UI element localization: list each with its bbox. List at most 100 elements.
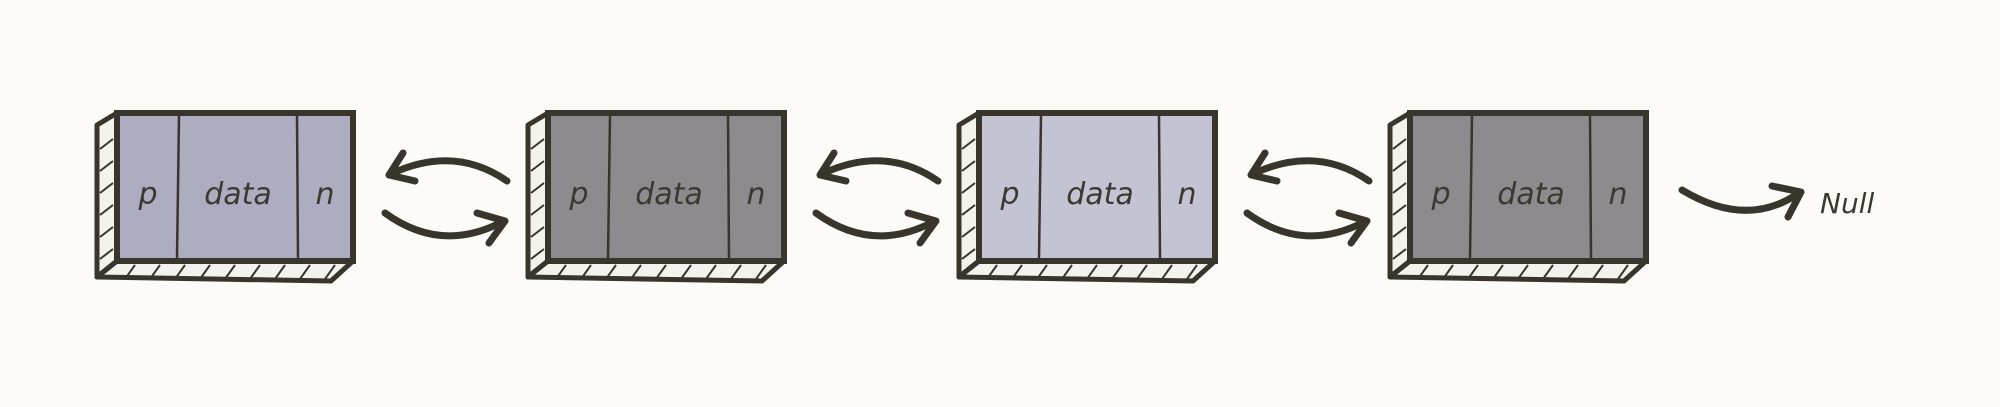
node-side-hatch [99, 248, 114, 260]
node-bottom-hatch [1111, 264, 1123, 280]
node-front-face [545, 110, 787, 264]
node-divider [295, 115, 300, 259]
prev-pointer-arrow [1251, 157, 1373, 185]
node-bottom-hatch [555, 264, 567, 280]
node-side-hatch [961, 248, 976, 260]
node-divider [1037, 115, 1043, 259]
node-bottom-hatch [655, 264, 667, 280]
terminal-arrow-head-icon [1768, 182, 1805, 221]
prev-pointer-arrow-head [816, 149, 850, 185]
node-side-hatch [99, 138, 114, 150]
node-data-label: data [1066, 177, 1134, 212]
node-bottom-hatch [1617, 264, 1629, 280]
node-next-label: n [1608, 177, 1627, 212]
node-bottom-hatch [705, 264, 717, 280]
node-side-hatch [99, 160, 114, 172]
node-bottom-hatch [1186, 264, 1198, 280]
list-node: p data n [1387, 110, 1649, 284]
node-side-hatch [1392, 182, 1407, 194]
node-bottom-hatch [630, 264, 642, 280]
nodes-layer: p data n p data n p data n p data n [94, 110, 1649, 284]
node-side-hatch [961, 138, 976, 150]
list-node: p data n [94, 110, 356, 284]
node-bottom-hatch [274, 264, 286, 280]
node-bottom-hatch [1442, 264, 1454, 280]
bidirectional-arrows-icon [812, 149, 942, 247]
node-bottom-hatch [124, 264, 136, 280]
node-bottom-hatch [755, 264, 767, 280]
node-side-hatch [1392, 160, 1407, 172]
node-side-hatch [961, 160, 976, 172]
node-data-label: data [1497, 177, 1565, 212]
node-bottom-hatch [1467, 264, 1479, 280]
terminal-arrow-icon [1678, 186, 1800, 214]
next-pointer-arrow-head [904, 209, 940, 247]
node-bottom-hatch [1161, 264, 1173, 280]
node-prev-label: p [137, 177, 157, 212]
null-label: Null [1820, 187, 1874, 220]
node-side-hatch [530, 160, 545, 172]
node-side-hatch [530, 138, 545, 150]
bidirectional-arrows-icon [1243, 149, 1373, 247]
node-bottom-hatch [1086, 264, 1098, 280]
node-side-hatch [961, 182, 976, 194]
node-prev-label: p [1430, 177, 1450, 212]
next-pointer-arrow [381, 209, 504, 240]
node-divider [606, 115, 612, 259]
list-node: p data n [525, 110, 787, 284]
prev-pointer-arrow-head [1247, 149, 1281, 185]
node-next-label: n [1177, 177, 1196, 212]
node-side-hatch [961, 204, 976, 216]
node-bottom-hatch [1417, 264, 1429, 280]
node-divider [1588, 115, 1593, 259]
terminal: Null [1678, 182, 1874, 221]
node-bottom-hatch [199, 264, 211, 280]
node-side-hatch [99, 182, 114, 194]
node-bottom-hatch [149, 264, 161, 280]
node-bottom-hatch [1567, 264, 1579, 280]
node-bottom-hatch [986, 264, 998, 280]
node-bottom-hatch [1592, 264, 1604, 280]
next-pointer-arrow [1243, 209, 1366, 240]
node-bottom-hatch [1492, 264, 1504, 280]
node-side-hatch [961, 226, 976, 238]
node-data-label: data [204, 177, 272, 212]
list-node: p data n [956, 110, 1218, 284]
node-side-hatch [1392, 226, 1407, 238]
node-prev-label: p [999, 177, 1019, 212]
prev-pointer-arrow-head [385, 149, 419, 185]
node-prev-label: p [568, 177, 588, 212]
node-bottom-hatch [249, 264, 261, 280]
node-divider [175, 115, 181, 259]
next-pointer-arrow-head [473, 209, 509, 247]
node-side-hatch [1392, 204, 1407, 216]
node-side-hatch [99, 226, 114, 238]
node-data-label: data [635, 177, 703, 212]
node-side-hatch [530, 204, 545, 216]
node-divider [1468, 115, 1474, 259]
next-pointer-arrow [812, 209, 935, 240]
node-bottom-hatch [1061, 264, 1073, 280]
node-bottom-hatch [730, 264, 742, 280]
links-layer [381, 149, 1373, 247]
node-side-hatch [99, 204, 114, 216]
node-next-label: n [746, 177, 765, 212]
node-bottom-hatch [580, 264, 592, 280]
node-next-label: n [315, 177, 334, 212]
node-bottom-hatch [680, 264, 692, 280]
next-pointer-arrow-head [1335, 209, 1371, 247]
node-bottom-hatch [224, 264, 236, 280]
node-bottom-hatch [605, 264, 617, 280]
node-side-hatch [1392, 138, 1407, 150]
node-bottom-hatch [299, 264, 311, 280]
node-divider [726, 115, 731, 259]
prev-pointer-arrow [820, 157, 942, 185]
node-bottom-hatch [1011, 264, 1023, 280]
node-front-face [114, 110, 356, 264]
node-side-hatch [530, 248, 545, 260]
prev-pointer-arrow [389, 157, 511, 185]
node-side-hatch [530, 182, 545, 194]
node-front-face [976, 110, 1218, 264]
node-bottom-hatch [1036, 264, 1048, 280]
